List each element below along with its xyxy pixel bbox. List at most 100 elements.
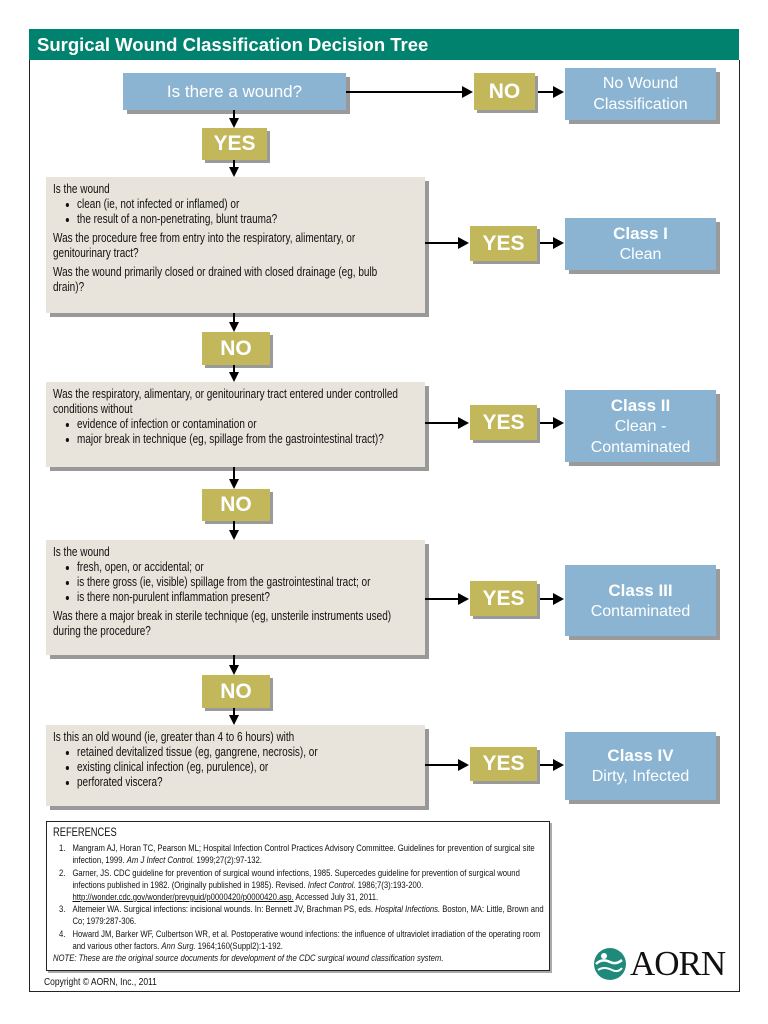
class-title: Class IV: [607, 746, 674, 765]
class-subtitle: Clean - Contaminated: [590, 417, 691, 456]
bullet: perforated viscera?: [77, 775, 429, 790]
aorn-logo: AORN: [592, 944, 732, 984]
connector: [425, 242, 460, 244]
references-heading: REFERENCES: [53, 827, 117, 839]
reference-link[interactable]: http://wonder.cdc.gov/wonder/prevguid/p0…: [72, 892, 294, 904]
question-text: Is the wound: [53, 182, 110, 196]
connector: [233, 365, 235, 373]
arrow-right-icon: [458, 593, 469, 605]
yes-label: YES: [202, 128, 267, 160]
node-text: No Wound: [602, 75, 679, 92]
bullet: the result of a non-penetrating, blunt t…: [77, 212, 429, 227]
label-text: YES: [213, 132, 256, 155]
no-label: NO: [202, 489, 270, 521]
no-label: NO: [474, 73, 535, 110]
question-text: Was the wound primarily closed or draine…: [53, 265, 378, 294]
reference-journal: Am J Infect Control.: [126, 855, 195, 867]
arrow-down-icon: [229, 665, 239, 675]
reference-tail: Boston, MA: Little, Brown and Co; 1979:2…: [72, 904, 544, 928]
reference-accessed: Accessed July 31, 2011.: [295, 892, 379, 904]
arrow-right-icon: [458, 759, 469, 771]
reference-item: Altemeier WA. Surgical infections: incis…: [68, 904, 548, 928]
connector: [540, 242, 555, 244]
connector: [425, 598, 460, 600]
arrow-down-icon: [229, 479, 239, 489]
label-text: YES: [482, 752, 525, 775]
question-text: Was the procedure free from entry into t…: [53, 231, 356, 260]
node-is-there-a-wound: Is there a wound?: [123, 73, 346, 110]
bullet: fresh, open, or accidental; or: [77, 560, 429, 575]
arrow-down-icon: [229, 372, 239, 382]
connector: [540, 764, 555, 766]
class-title: Class II: [610, 395, 671, 415]
question-box-class-4: Is this an old wound (ie, greater than 4…: [46, 725, 425, 806]
connector: [233, 160, 235, 168]
node-no-wound-classification: No Wound Classification: [565, 68, 716, 120]
connector: [540, 422, 555, 424]
reference-journal: Ann Surg.: [161, 940, 196, 952]
reference-journal: Hospital Infections.: [375, 904, 441, 916]
class-2-box: Class II Clean - Contaminated: [565, 390, 716, 462]
question-box-class-1: Is the wound clean (ie, not infected or …: [46, 177, 425, 313]
class-subtitle: Clean: [619, 246, 662, 263]
label-text: NO: [488, 79, 521, 103]
reference-tail: 1999;27(2):97-132.: [196, 855, 262, 867]
label-text: YES: [482, 586, 525, 610]
label-text: NO: [220, 679, 252, 703]
reference-item: Howard JM, Barker WF, Culbertson WR, et …: [68, 929, 548, 953]
class-1-box: Class I Clean: [565, 218, 716, 270]
class-subtitle: Contaminated: [590, 602, 691, 620]
no-label: NO: [202, 332, 270, 365]
arrow-down-icon: [229, 322, 239, 332]
arrow-right-icon: [553, 759, 564, 771]
arrow-right-icon: [553, 237, 564, 249]
reference-item: Garner, JS. CDC guideline for prevention…: [68, 868, 548, 905]
node-text: Classification: [593, 96, 688, 113]
node-text: Is there a wound?: [166, 81, 303, 101]
connector: [233, 708, 235, 716]
label-text: YES: [482, 410, 525, 434]
arrow-right-icon: [462, 86, 473, 98]
bullet: is there gross (ie, visible) spillage fr…: [77, 575, 429, 590]
connector: [233, 467, 235, 480]
class-subtitle: Dirty, Infected: [591, 768, 690, 785]
page-title: Surgical Wound Classification Decision T…: [37, 34, 429, 55]
question-text: Was there a major break in sterile techn…: [53, 609, 392, 638]
bullet: retained devitalized tissue (eg, gangren…: [77, 745, 429, 760]
connector: [346, 91, 464, 93]
reference-journal: Infect Control.: [307, 879, 356, 891]
question-text: Is this an old wound (ie, greater than 4…: [53, 730, 295, 744]
arrow-right-icon: [553, 86, 564, 98]
class-4-box: Class IV Dirty, Infected: [565, 732, 716, 800]
reference-item: Mangram AJ, Horan TC, Pearson ML; Hospit…: [68, 843, 548, 867]
class-title: Class I: [613, 224, 668, 243]
reference-tail: 1964;160(Suppl2):1-192.: [197, 940, 283, 952]
yes-label: YES: [470, 581, 537, 616]
header-bar: Surgical Wound Classification Decision T…: [29, 29, 739, 60]
reference-text: Altemeier WA. Surgical infections: incis…: [72, 904, 373, 916]
label-text: NO: [220, 336, 252, 360]
bullet: clean (ie, not infected or inflamed) or: [77, 197, 429, 212]
arrow-right-icon: [458, 417, 469, 429]
arrow-right-icon: [553, 593, 564, 605]
yes-label: YES: [470, 405, 537, 440]
arrow-right-icon: [553, 417, 564, 429]
label-text: YES: [482, 231, 525, 255]
label-text: NO: [220, 493, 252, 516]
connector: [233, 655, 235, 666]
yes-label: YES: [470, 747, 537, 781]
connector: [425, 764, 460, 766]
arrow-down-icon: [229, 167, 239, 177]
diagram-frame: [29, 60, 740, 992]
bullet: major break in technique (eg, spillage f…: [77, 432, 429, 447]
references-box: REFERENCES Mangram AJ, Horan TC, Pearson…: [46, 821, 550, 971]
connector: [233, 521, 235, 531]
globe-hands-icon: [594, 948, 626, 980]
bullet: evidence of infection or contamination o…: [77, 417, 429, 432]
connector: [233, 110, 235, 120]
reference-text: Mangram AJ, Horan TC, Pearson ML; Hospit…: [72, 843, 535, 867]
yes-label: YES: [470, 226, 537, 261]
class-title: Class III: [608, 580, 673, 600]
arrow-down-icon: [229, 118, 239, 128]
question-box-class-2: Was the respiratory, alimentary, or geni…: [46, 382, 425, 467]
